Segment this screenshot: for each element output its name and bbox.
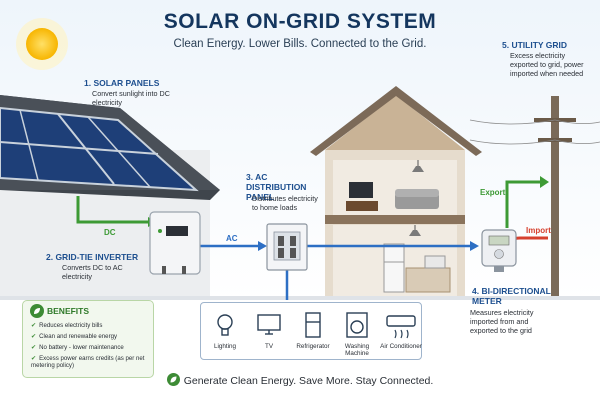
load-lighting — [203, 311, 247, 346]
benefit-item: ✔Reduces electricity bills — [31, 322, 103, 329]
benefits-title: BENEFITS — [47, 306, 90, 316]
load-refrigerator — [291, 311, 335, 346]
load-label: Air Conditioner — [380, 343, 422, 350]
leaf-icon — [166, 373, 180, 386]
export-flow-label: Export — [480, 188, 506, 197]
ac-icon — [386, 315, 416, 339]
load-tv — [247, 311, 291, 346]
home-loads-panel: Lighting TV Refrigerator Washing Machine — [200, 302, 422, 360]
house-illustration — [310, 86, 482, 300]
benefit-item: ✔Excess power earns credits (as per net … — [31, 355, 145, 369]
solar-panels-heading: 1. SOLAR PANELS — [84, 78, 160, 88]
inverter-heading: 2. GRID-TIE INVERTER — [46, 252, 139, 262]
load-label: Refrigerator — [296, 343, 330, 350]
benefit-item: ✔No battery - lower maintenance — [31, 344, 124, 351]
solar-panel-icon — [0, 106, 199, 192]
meter-icon — [481, 229, 517, 272]
fridge-icon — [305, 312, 321, 338]
utility-pole-icon — [469, 96, 600, 300]
meter-description: Measures electricity imported from and e… — [470, 308, 534, 335]
page-title: SOLAR ON-GRID SYSTEM — [163, 10, 437, 33]
sun-icon — [16, 18, 68, 70]
dc-flow-label: DC — [104, 228, 116, 237]
utility-grid-description: Excess electricity exported to grid, pow… — [510, 51, 584, 78]
load-washing-machine — [335, 311, 379, 346]
distribution-panel-heading: 3. AC DISTRIBUTION PANEL — [246, 172, 307, 202]
inverter-description: Converts DC to AC electricity — [62, 263, 123, 281]
benefit-item: ✔Clean and renewable energy — [31, 333, 118, 340]
import-flow-label: Import — [526, 226, 551, 235]
load-label: Washing Machine — [344, 343, 370, 357]
washer-icon — [346, 312, 368, 338]
inverter-icon — [149, 211, 201, 275]
leaf-icon — [30, 304, 44, 318]
benefits-panel: BENEFITS ✔Reduces electricity bills ✔Cle… — [22, 300, 154, 378]
bulb-icon — [217, 314, 233, 336]
utility-grid-heading: 5. UTILITY GRID — [502, 40, 568, 50]
distribution-panel-icon — [266, 223, 308, 271]
load-label: Lighting — [213, 343, 237, 350]
page-subtitle: Clean Energy. Lower Bills. Connected to … — [173, 38, 427, 50]
solar-panels-description: Convert sunlight into DC electricity — [92, 89, 170, 107]
footer-tagline: Generate Clean Energy. Save More. Stay C… — [0, 373, 600, 387]
tv-icon — [257, 314, 281, 335]
load-label: TV — [264, 343, 274, 350]
meter-heading: 4. BI-DIRECTIONAL METER — [472, 286, 551, 306]
distribution-panel-description: Distributes electricity to home loads — [252, 194, 318, 212]
ac-flow-label: AC — [226, 234, 238, 243]
load-air-conditioner — [379, 311, 423, 346]
